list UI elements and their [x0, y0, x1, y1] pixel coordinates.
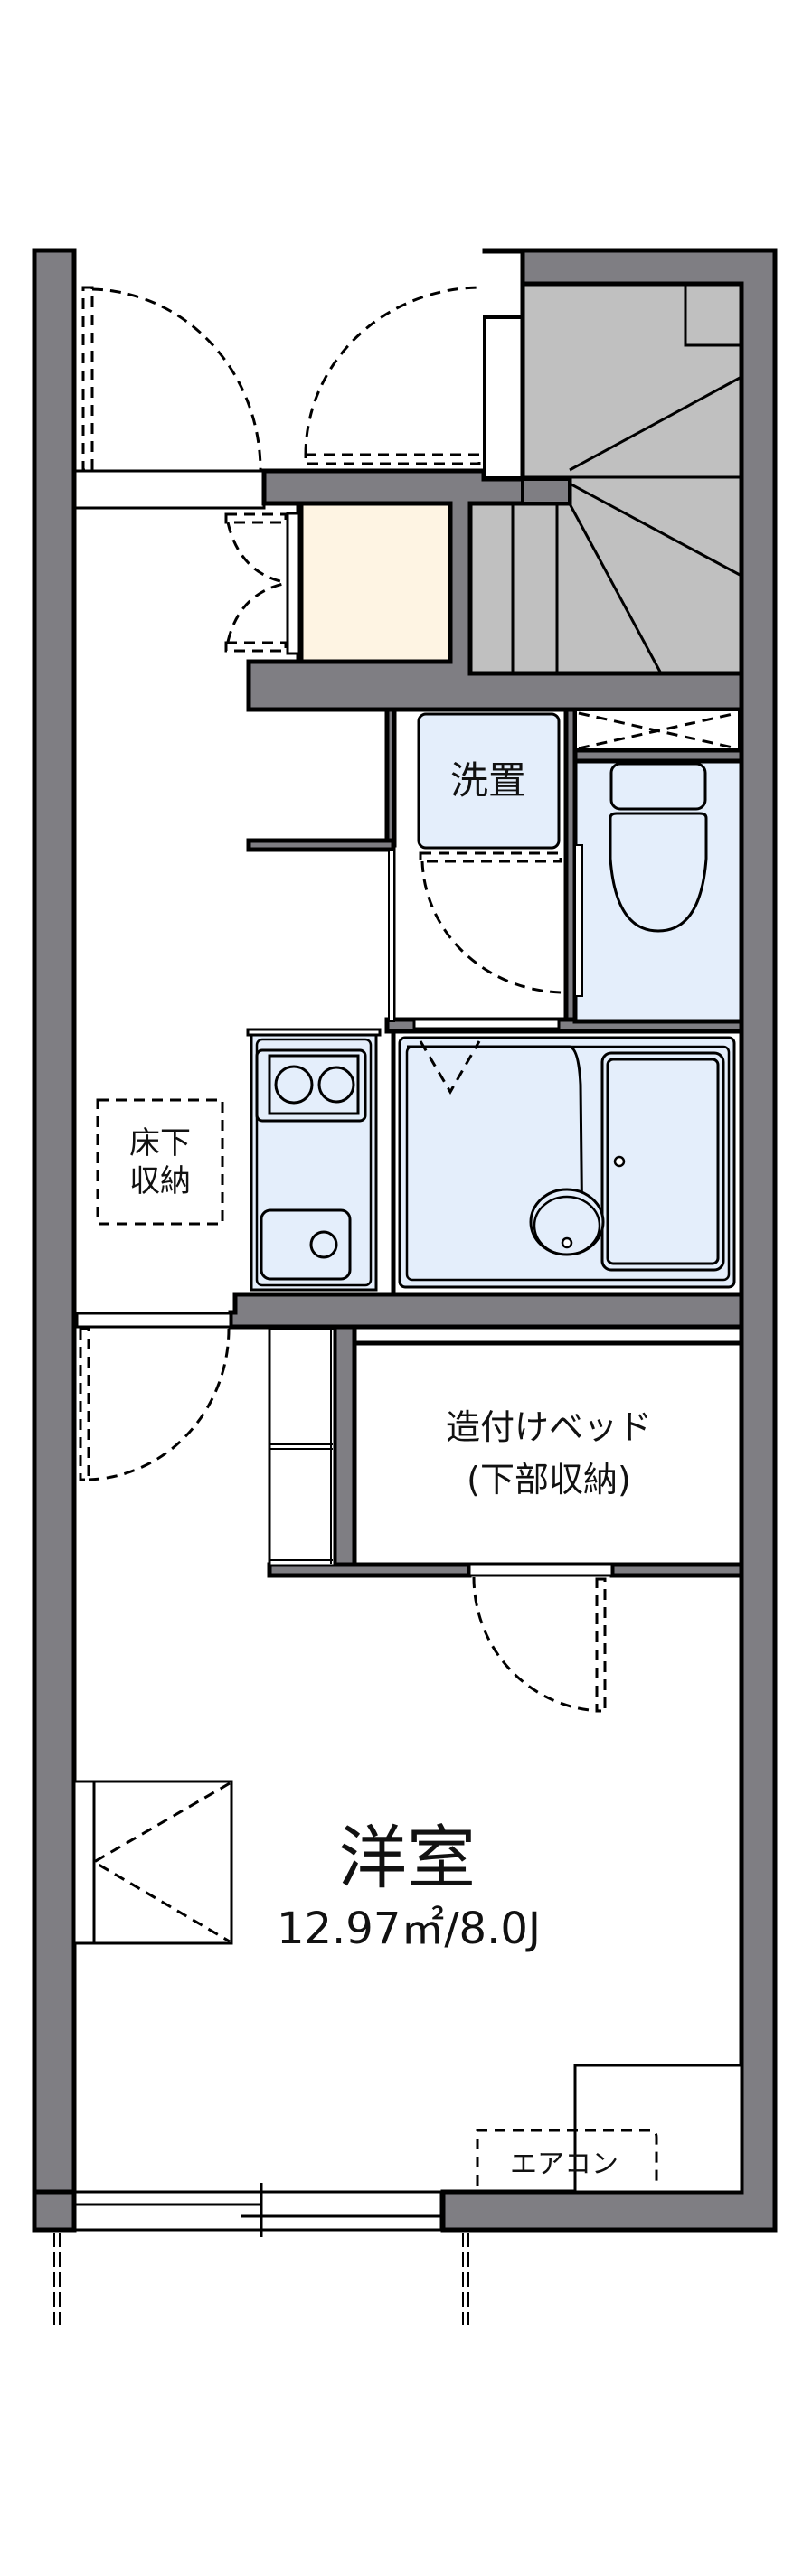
shoe-closet-door-bottom: [224, 641, 288, 653]
aircon-label: エアコン: [510, 2148, 618, 2180]
shoe-closet-door-swing-bottom: [226, 581, 288, 643]
stove-top: [268, 1054, 360, 1115]
room-area-label: 12.97㎡/8.0J: [277, 1904, 541, 1954]
entrance-step: [72, 469, 266, 510]
underfloor-storage: 床下 収納: [96, 1098, 224, 1226]
stair-door-leaf: [304, 453, 481, 465]
staircase: [467, 281, 744, 676]
front-door-swing: [91, 287, 262, 471]
front-door-leaf: [81, 286, 94, 472]
kitchen-shelf: [246, 838, 396, 852]
shoe-closet-door-swing-top: [226, 522, 288, 585]
bathtub: [600, 1051, 725, 1272]
hall-door-leaf: [79, 1327, 90, 1481]
stair-hatch: [72, 1780, 233, 1945]
bed-left-wall: [332, 1324, 357, 1578]
stair-door-swing: [304, 286, 480, 456]
bathroom: [391, 1018, 744, 1297]
corner-closet: [573, 2064, 743, 2194]
washroom-door-leaf: [419, 851, 562, 863]
kitchen-unit: [246, 1028, 382, 1292]
hall-door-swing: [88, 1328, 231, 1481]
underfloor-storage-label-2: 収納: [129, 1163, 191, 1199]
toilet-bowl: [609, 812, 708, 933]
corridor-right-line: [388, 849, 395, 1022]
bed-door-swing: [472, 1576, 602, 1713]
washer-space: 洗置: [417, 712, 561, 850]
built-in-bed-label-1: 造付けベッド: [446, 1407, 652, 1447]
hall-door-frame: [75, 1312, 232, 1329]
underfloor-storage-label-1: 床下: [129, 1125, 191, 1161]
shelf-unit: [268, 1327, 336, 1567]
shoe-closet-door-frame: [286, 512, 301, 655]
washroom-door-swing: [420, 860, 563, 994]
shoe-closet: [298, 501, 453, 664]
stair-door-frame: [483, 315, 524, 480]
sink-drain: [309, 1230, 338, 1259]
burner-left: [274, 1065, 314, 1105]
toilet-room: [572, 758, 744, 1024]
toilet-tank: [609, 762, 707, 811]
bed-door-leaf: [595, 1577, 607, 1713]
burner-right: [317, 1066, 355, 1104]
washer-label: 洗置: [450, 758, 526, 803]
built-in-bed: 造付けベッド (下部収納): [352, 1340, 744, 1567]
balcony-window[interactable]: [72, 2183, 443, 2237]
room-label: 洋室: [338, 1818, 476, 1898]
balcony-rails: [53, 2233, 469, 2325]
shoe-closet-door-top: [224, 512, 288, 524]
left-exterior-wall: [32, 248, 77, 2233]
built-in-bed-label-2: (下部収納): [467, 1460, 631, 1500]
sink: [260, 1208, 352, 1281]
aircon: エアコン: [476, 2129, 658, 2186]
bed-door-frame: [467, 1563, 614, 1577]
pipe-space: [573, 708, 741, 752]
washroom-left-wall: [384, 707, 397, 848]
left-wall-foot: [32, 2189, 77, 2233]
